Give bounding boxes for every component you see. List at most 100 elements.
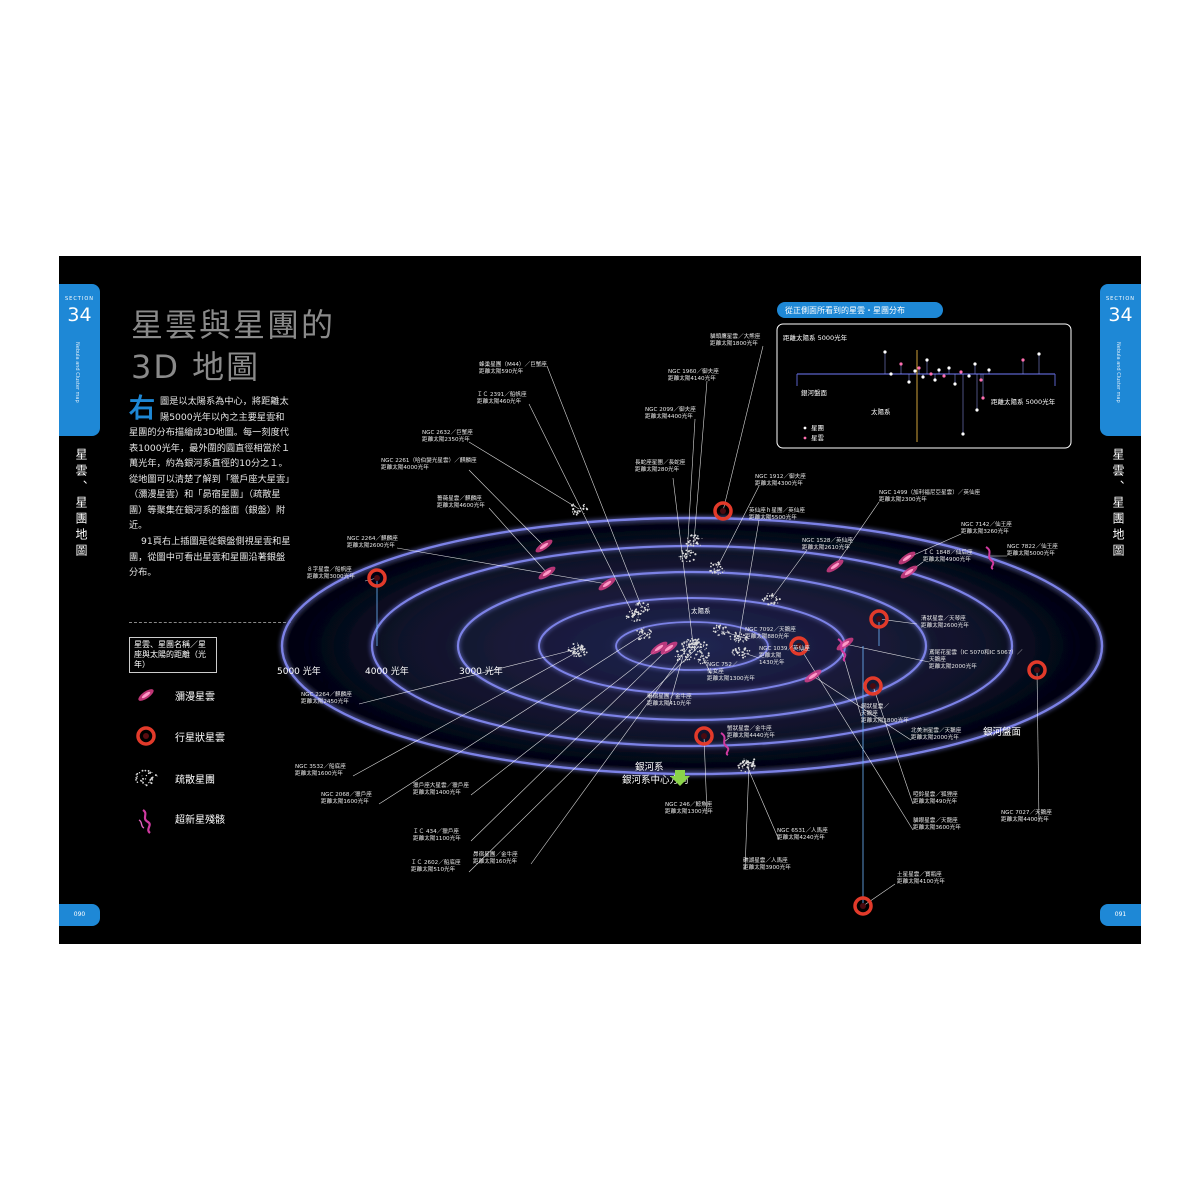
leader-line-iris <box>844 643 930 663</box>
label-dumbbell-line2: 距離太陽490光年 <box>913 797 958 805</box>
inset-dot-1 <box>899 362 903 366</box>
label-hyades-line1: 畢宿星團／金牛座 <box>647 692 692 700</box>
label-iris: 鳶尾花星雲（IC 5070和IC 5067）／天鵝座距離太陽2000光年 <box>929 648 1023 670</box>
leader-line-pleiades2 <box>530 645 690 865</box>
label-ngc1499-line2: 距離太陽2300光年 <box>879 495 927 503</box>
marker-lagoon <box>739 758 756 769</box>
inset-dot-15 <box>973 362 977 366</box>
label-ngc752-line1: NGC 752／ <box>707 661 738 668</box>
inset-dot-2 <box>907 380 911 384</box>
inset-dot-9 <box>937 368 941 372</box>
label-lagoon-line2: 距離太陽3900光年 <box>743 863 791 871</box>
page-title-line1: 星雲與星團的 <box>131 306 336 344</box>
legend-header: 星雲、星團名稱／星座與太陽的距離（光年） <box>129 637 217 673</box>
ring-3000 <box>456 570 928 722</box>
label-ngc2099: NGC 2099／御夫座距離太陽4400光年 <box>645 405 696 420</box>
label-ngc7822-line1: NGC 7822／仙王座 <box>1007 542 1058 550</box>
nebula-cluster-3d-map: 5000 光年 4000 光年 3000 光年 太陽系 銀河盤面 銀河系 銀河系… <box>277 302 1104 916</box>
inset-dot-6 <box>925 358 929 362</box>
label-ngc6531-line2: 距離太陽4240光年 <box>777 833 825 841</box>
marker-ngc3532 <box>570 644 588 658</box>
inset-dot-22 <box>961 432 965 436</box>
marker-ngc2068 <box>636 627 652 641</box>
label-lagoon-line1: 礁湖星雲／人馬座 <box>743 856 788 864</box>
label-ngc7092: NGC 7092／天鵝座距離太陽880光年 <box>745 625 796 640</box>
label-hyades-line2: 距離太陽410光年 <box>647 699 692 707</box>
label-orion: 獵戶座大星雲／獵戶座距離太陽1400光年 <box>413 781 469 796</box>
leader-line-ngc7142 <box>906 533 962 559</box>
marker-ngc752 <box>693 652 710 665</box>
label-ngc7027-line2: 距離太陽4400光年 <box>1001 815 1049 823</box>
inset-legend-cluster: 星團 <box>811 424 824 432</box>
page-title-line2: 3D 地圖 <box>131 348 261 386</box>
label-ngc1960: NGC 1960／御夫座距離太陽4140光年 <box>668 367 719 382</box>
marker-veil <box>837 638 847 662</box>
marker-eight-burst <box>367 568 387 588</box>
inset-title: 從正側面所看到的星雲・星團分布 <box>785 305 905 315</box>
label-ic2602-line2: 距離太陽510光年 <box>411 865 456 873</box>
marker-ngc246 <box>694 726 714 746</box>
label-ngc2099-line2: 距離太陽4400光年 <box>645 412 693 420</box>
label-crab-helix-line2: 距離太陽1800光年 <box>710 339 758 347</box>
leader-line-ngc1039 <box>740 651 760 659</box>
label-ngc7142: NGC 7142／仙王座距離太陽3260光年 <box>961 520 1012 535</box>
section-label: SECTION <box>64 296 95 302</box>
label-n-america: 北美洲星雲／天鵝座距離太陽2000光年 <box>911 726 962 741</box>
marker-crab-helix <box>713 501 733 521</box>
section-en-title: Nebula and Cluster map <box>74 342 80 403</box>
label-ring-line2: 距離太陽3600光年 <box>913 823 961 831</box>
label-veil-line2: 天鵝座 <box>861 709 878 717</box>
inset-object-dots <box>883 350 1041 436</box>
leader-line-orion <box>470 647 660 796</box>
intro-paragraph-2: 91頁右上插圖是從銀盤側視星雲和星團，從圖中可看出星雲和星團沿著銀盤分布。 <box>129 536 291 578</box>
marker-crab <box>720 732 730 756</box>
leader-line-ngc1960 <box>693 380 708 542</box>
label-ngc7822-line2: 距離太陽5000光年 <box>1007 549 1055 557</box>
marker-ngc1907 <box>625 609 642 622</box>
label-ngc2261: NGC 2261（哈伯變光星雲）／麒麟座距離太陽4000光年 <box>381 456 477 471</box>
section-title-vertical-right: 星雲、星團地圖 <box>1111 448 1125 560</box>
label-ngc2264-line2: 距離太陽2600光年 <box>347 541 395 549</box>
legend-divider <box>129 622 291 623</box>
inset-top-label: 距離太陽系 5000光年 <box>783 333 848 342</box>
label-perseus-double: 英仙座ｈ星團／英仙座距離太陽5500光年 <box>749 506 805 521</box>
leader-line-ngc2068 <box>378 633 645 805</box>
label-beehive: 蜂巢星團（M44）／巨蟹座距離太陽590光年 <box>479 360 547 375</box>
legend-label-planetary: 行星狀星雲 <box>175 733 225 744</box>
inset-dot-13 <box>959 370 963 374</box>
label-saturn-line1: 土星星雲／寶瓶座 <box>897 870 942 878</box>
inset-dot-20 <box>1021 358 1025 362</box>
label-crab: 蟹狀星雲／金牛座距離太陽4440光年 <box>727 724 775 739</box>
label-saturn: 土星星雲／寶瓶座距離太陽4100光年 <box>897 870 945 885</box>
label-ngc1499: NGC 1499（加利福尼亞星雲）／英仙座距離太陽2300光年 <box>879 488 981 503</box>
label-ngc2068-line1: NGC 2068／獵戶座 <box>321 790 372 798</box>
section-number-right: 34 <box>1108 304 1133 326</box>
inset-dot-19 <box>1037 352 1041 356</box>
label-ngc1912-line2: 距離太陽4300光年 <box>755 479 803 487</box>
inset-dot-11 <box>947 366 951 370</box>
label-ngc2264: NGC 2264／麒麟座距離太陽2600光年 <box>347 534 398 549</box>
label-perseus-double-line2: 距離太陽5500光年 <box>749 513 797 521</box>
label-ngc2632-line1: NGC 2632／巨蟹座 <box>422 428 473 436</box>
inset-right-label: 距離太陽系 5000光年 <box>991 397 1056 406</box>
label-dumbbell-line1: 啞鈴星雲／狐狸座 <box>913 790 958 798</box>
label-ngc7092-line1: NGC 7092／天鵝座 <box>745 625 796 633</box>
ring-label-5000: 5000 光年 <box>277 665 321 677</box>
label-ngc6531-line1: NGC 6531／人馬座 <box>777 826 828 834</box>
label-ic434-line2: 距離太陽1100光年 <box>413 834 461 842</box>
label-ngc1499-line1: NGC 1499（加利福尼亞星雲）／英仙座 <box>879 488 981 496</box>
label-ngc1960-line2: 距離太陽4140光年 <box>668 374 716 382</box>
inset-dot-0 <box>889 372 893 376</box>
sun-label: 太陽系 <box>691 606 711 615</box>
section-tab-left: SECTION 34 Nebula and Cluster map <box>59 284 100 436</box>
label-ngc1039-line2: 距離太陽 <box>759 651 782 659</box>
leader-line-dumbbell <box>872 685 914 805</box>
marker-orion <box>650 641 668 655</box>
leader-line-ngc7092 <box>720 630 750 640</box>
open-cluster-icon <box>135 769 158 787</box>
leader-line-ngc2264 <box>396 547 608 585</box>
leader-line-rosette <box>488 507 548 574</box>
label-iris-line2: 天鵝座 <box>929 655 946 663</box>
label-veil-line1: 網狀星雲／ <box>861 702 889 710</box>
